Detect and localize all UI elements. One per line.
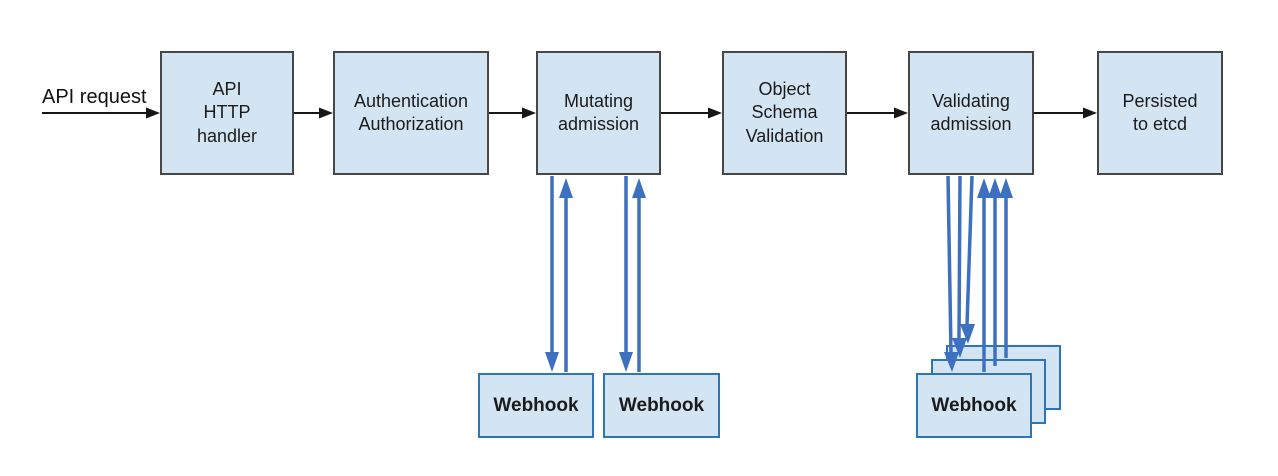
mutating-webhook2-response-arrow (632, 178, 646, 372)
webhook-label-mutating-2: Webhook (618, 394, 705, 416)
stage-label-persisted-to-etcd: Persisted to etcd (1122, 90, 1198, 134)
stage-box-mutating-admission: Mutating admission (536, 51, 661, 175)
stage-box-object-schema-validation: Object Schema Validation (722, 51, 847, 175)
mutating-webhook1-response-arrow (559, 178, 573, 372)
validating-webhook-response-arrows (977, 178, 1013, 372)
webhook-box-mutating-2: Webhook (603, 373, 720, 438)
flow-arrow-mutating-to-schema (661, 107, 722, 119)
stage-label-api-http-handler: API HTTP handler (196, 78, 258, 146)
flow-arrow-auth-to-mutating (489, 107, 536, 119)
mutating-webhook2-call-arrow (619, 176, 633, 372)
webhook-label-validating: Webhook (931, 394, 1017, 416)
stage-box-api-http-handler: API HTTP handler (160, 51, 294, 175)
flow-arrow-api-to-auth (294, 107, 333, 119)
stage-label-object-schema-validation: Object Schema Validation (745, 78, 824, 146)
stage-label-authentication-authorization: Authentication Authorization (353, 90, 469, 134)
flow-arrow-schema-to-validating (847, 107, 908, 119)
stage-label-validating-admission: Validating admission (930, 90, 1012, 134)
webhook-box-validating-front: Webhook (916, 373, 1032, 438)
webhook-label-mutating-1: Webhook (493, 394, 579, 416)
stage-label-mutating-admission: Mutating admission (557, 90, 640, 134)
flow-arrow-validating-to-etcd (1034, 107, 1097, 119)
mutating-webhook1-call-arrow (545, 176, 559, 372)
stage-box-validating-admission: Validating admission (908, 51, 1034, 175)
webhook-box-mutating-1: Webhook (478, 373, 594, 438)
api-request-label: API request (42, 86, 147, 108)
stage-box-persisted-to-etcd: Persisted to etcd (1097, 51, 1223, 175)
api-request-arrow (42, 107, 160, 119)
validating-webhook-call-arrows (944, 175, 975, 372)
stage-box-authentication-authorization: Authentication Authorization (333, 51, 489, 175)
